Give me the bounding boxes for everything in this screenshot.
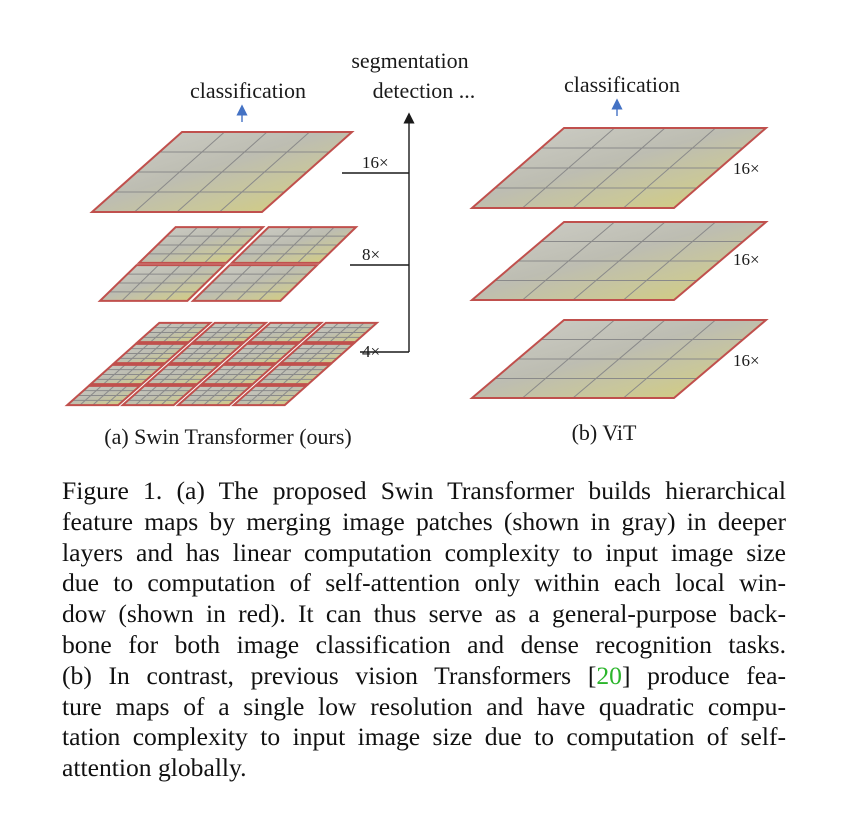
swin-4x-window-window-border xyxy=(120,384,198,407)
swin-16x-window-window-border xyxy=(89,131,355,213)
swin-4x-window-window-border xyxy=(135,321,213,344)
swin-4x-window-window-border xyxy=(199,363,277,386)
swin-16x-window-patch-line xyxy=(219,131,310,213)
swin-4x-window-window-border xyxy=(88,363,166,386)
caption-line: bone for both image classification and d… xyxy=(62,629,786,659)
scale-label-8x: 8× xyxy=(362,245,380,264)
swin-8x-window-window-border xyxy=(229,226,359,264)
vit-top-window-window-border xyxy=(469,127,769,209)
swin-4x-window-patch-line xyxy=(160,385,183,406)
swin-4x-window-window-border xyxy=(175,384,254,407)
scale-label-4x: 4× xyxy=(362,342,380,361)
caption-line: due to computation of self-attention onl… xyxy=(62,568,786,598)
vit-top-window-patch-line xyxy=(623,127,716,209)
swin-4x-window-window-border xyxy=(278,342,356,365)
swin-8x-window-window-border xyxy=(136,226,266,264)
swin-8x-window-window-border xyxy=(97,264,227,302)
figure-caption: Figure 1. (a) The proposed Swin Transfor… xyxy=(62,476,786,784)
swin-8x-window-patch-line xyxy=(297,226,335,264)
swin-8x-window-window-border xyxy=(190,264,320,302)
swin-4x-window-window-border xyxy=(143,363,222,386)
left-classification-label: classification xyxy=(190,78,306,103)
caption-line: attention globally. xyxy=(62,753,247,783)
swin-8x-window-patch-line xyxy=(204,226,242,264)
swin-4x-window-patch-line xyxy=(271,385,294,406)
segmentation-label: segmentation xyxy=(351,48,468,73)
figure-1-diagram: classification segmentation detection ..… xyxy=(64,48,769,449)
swin-4x-window-patch-line xyxy=(105,385,128,406)
caption-line: Figure 1. (a) The proposed Swin Transfor… xyxy=(62,476,786,505)
swin-4x-window-patch-line xyxy=(216,385,239,406)
caption-text: ] produce fea- xyxy=(621,660,786,690)
swin-4x-window-patch-line xyxy=(207,343,230,364)
caption-line: dow (shown in red). It can thus serve as… xyxy=(62,599,786,629)
citation-link[interactable]: 20 xyxy=(596,660,622,690)
swin-4x-window-window-border xyxy=(64,384,143,407)
right-classification-label: classification xyxy=(564,72,680,97)
swin-4x-window-window-border xyxy=(222,342,301,365)
caption-line: layers and has linear computation comple… xyxy=(62,537,786,567)
figure-svg: classification segmentation detection ..… xyxy=(64,48,769,449)
vit-middle-window-patch-line xyxy=(623,221,716,301)
caption-line: feature maps by merging image patches (s… xyxy=(62,506,786,536)
vit-scale-label-bottom: 16× xyxy=(733,351,760,370)
vit-scale-label-middle: 16× xyxy=(733,250,760,269)
swin-8x-window-patch-line xyxy=(258,264,296,302)
swin-4x-window-patch-line xyxy=(231,322,254,343)
swin-4x-window-patch-line xyxy=(175,322,198,343)
caption-line: tation complexity to input image size du… xyxy=(62,722,786,752)
swin-4x-window-patch-line xyxy=(318,343,341,364)
swin-4x-window-patch-line xyxy=(295,364,318,385)
scale-label-16x: 16× xyxy=(362,153,389,172)
swin-4x-window-window-border xyxy=(111,342,190,365)
detection-label: detection ... xyxy=(373,78,476,103)
swin-4x-window-window-border xyxy=(246,321,324,344)
swin-8x-window-patch-line xyxy=(165,264,203,302)
swin-4x-window-patch-line xyxy=(286,322,309,343)
swin-4x-window-patch-line xyxy=(128,364,151,385)
vit-bottom-window-patch-line xyxy=(623,319,716,399)
vit-caption: (b) ViT xyxy=(572,420,637,445)
swin-4x-window-window-border xyxy=(301,321,380,344)
swin-4x-window-patch-line xyxy=(239,364,262,385)
swin-4x-window-window-border xyxy=(254,363,333,386)
caption-line: ture maps of a single low resolution and… xyxy=(62,691,786,721)
vit-middle-window-window-border xyxy=(469,221,769,301)
caption-text: (b) In contrast, previous vision Transfo… xyxy=(62,660,597,690)
vit-bottom-window-window-border xyxy=(469,319,769,399)
caption-line-citation: (b) In contrast, previous vision Transfo… xyxy=(62,661,786,692)
swin-4x-window-patch-line xyxy=(342,322,365,343)
swin-4x-window-patch-line xyxy=(152,343,175,364)
swin-4x-window-patch-line xyxy=(263,343,286,364)
swin-caption: (a) Swin Transformer (ours) xyxy=(104,424,351,449)
feature-map-layers xyxy=(64,127,769,407)
vit-scale-label-top: 16× xyxy=(733,159,760,178)
swin-4x-window-patch-line xyxy=(184,364,207,385)
swin-4x-window-window-border xyxy=(167,342,245,365)
swin-4x-window-window-border xyxy=(190,321,269,344)
swin-4x-window-window-border xyxy=(231,384,309,407)
